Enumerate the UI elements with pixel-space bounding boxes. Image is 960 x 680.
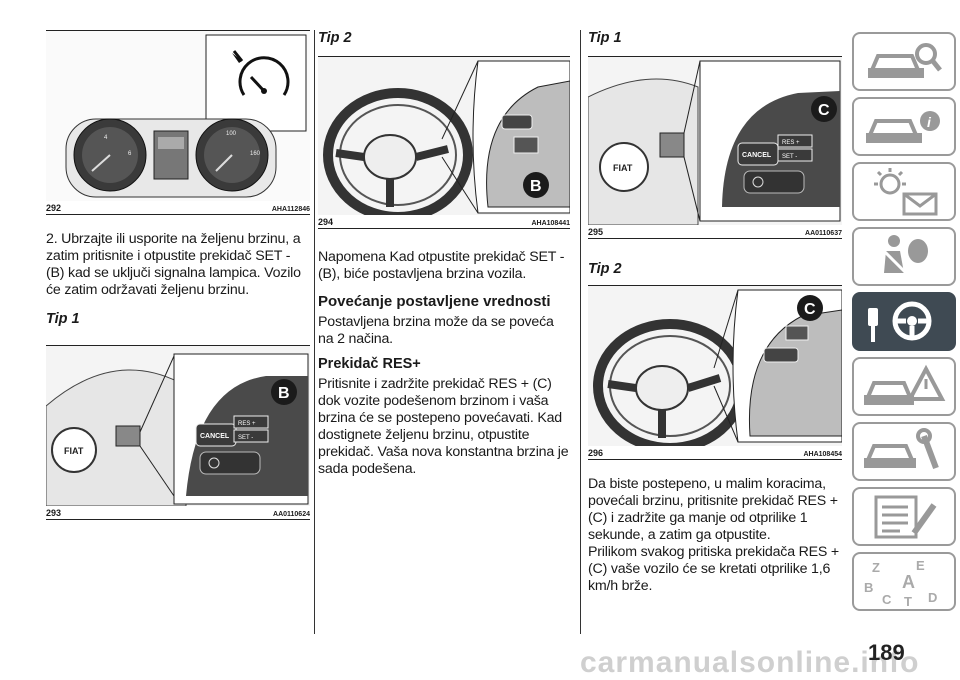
figure-code: AHA108441 (531, 220, 570, 227)
figure-number: 292 (46, 203, 62, 213)
chapter-sidebar: i (852, 32, 956, 617)
svg-text:C: C (818, 102, 830, 119)
res-button-label: RES + (238, 421, 256, 427)
set-button-label: SET - (782, 154, 797, 160)
column-divider (580, 30, 581, 634)
column-1: 4 6 100 160 292 AHA112846 2. Ubrzajte il… (46, 30, 310, 520)
svg-text:E: E (916, 558, 925, 573)
figure-caption: 292 AHA112846 (46, 201, 310, 215)
fiat-logo: FIAT (613, 163, 633, 173)
svg-text:4: 4 (104, 135, 108, 141)
instruction-paragraph: Pritisnite i zadržite prekidač RES + (C)… (318, 376, 569, 477)
svg-text:100: 100 (226, 131, 237, 137)
figure-296-steering-wheel: C (588, 285, 842, 446)
set-button-label: SET - (238, 435, 253, 441)
sidebar-tile-emergency[interactable] (852, 357, 956, 416)
figure-293-steering-switch: FIAT CANCEL RES + SET - B (46, 345, 310, 506)
sidebar-tile-car-search[interactable] (852, 32, 956, 91)
sidebar-tile-warning-lights[interactable] (852, 162, 956, 221)
svg-text:i: i (927, 114, 932, 130)
warning-light-message-icon (874, 168, 938, 216)
sidebar-tile-car-info[interactable]: i (852, 97, 956, 156)
sidebar-tile-starting-driving[interactable] (852, 292, 956, 351)
figure-number: 296 (588, 448, 604, 458)
car-search-icon (868, 43, 942, 78)
cancel-button-label: CANCEL (742, 152, 772, 159)
figure-caption: 294 AHA108441 (318, 215, 570, 229)
instruction-paragraph: Prilikom svakog pritiska prekidača RES +… (588, 544, 840, 594)
svg-text:6: 6 (128, 151, 132, 157)
car-service-wrench-icon (864, 428, 939, 470)
svg-text:T: T (904, 594, 912, 609)
page-number: 189 (868, 640, 905, 665)
car-info-icon: i (866, 111, 940, 143)
figure-caption: 296 AHA108454 (588, 446, 842, 460)
callout-b (523, 172, 549, 198)
svg-text:B: B (278, 385, 290, 402)
note-paragraph: Napomena Kad otpustite prekidač SET - (B… (318, 249, 565, 282)
subsection-heading: Prekidač RES+ (318, 356, 421, 372)
svg-text:Z: Z (872, 560, 880, 575)
figure-code: AA0110637 (805, 230, 842, 237)
figure-caption: 293 AA0110624 (46, 506, 310, 520)
svg-text:B: B (530, 178, 542, 195)
figure-code: AHA112846 (271, 206, 310, 213)
figure-295-steering-switch: FIAT CANCEL RES + SET - C (588, 56, 842, 225)
instruction-paragraph: Da biste postepeno, u malim koracima, po… (588, 476, 838, 543)
car-breakdown-warning-icon (864, 364, 946, 405)
figure-code: AHA108454 (803, 451, 842, 458)
callout-c (811, 96, 837, 122)
watermark: carmanualsonline.info (580, 646, 920, 679)
column-3: Tip 1 FIAT CANCEL RES + SET - C 295 AA01… (588, 30, 842, 595)
callout-b (271, 379, 297, 405)
figure-292-instrument-cluster: 4 6 100 160 (46, 30, 310, 201)
figure-number: 293 (46, 508, 62, 518)
res-button-label: RES + (782, 140, 800, 146)
sidebar-tile-maintenance[interactable] (852, 422, 956, 481)
key-steering-wheel-icon (868, 301, 932, 342)
figure-caption: 295 AA0110637 (588, 225, 842, 239)
tip-heading: Tip 2 (318, 30, 352, 46)
tip-heading: Tip 2 (588, 261, 622, 277)
column-divider (314, 30, 315, 634)
section-text: Postavljena brzina može da se poveća na … (318, 314, 554, 347)
svg-text:C: C (804, 301, 816, 318)
sidebar-tile-technical-data[interactable] (852, 487, 956, 546)
section-heading: Povećanje postavljene vrednosti (318, 293, 551, 310)
figure-number: 294 (318, 217, 334, 227)
airbag-seatbelt-icon (882, 235, 928, 275)
fiat-logo: FIAT (64, 446, 84, 456)
svg-text:A: A (902, 572, 915, 592)
cancel-button-label: CANCEL (200, 433, 230, 440)
alphabet-index-icon: Z E B A C T D (864, 558, 937, 609)
figure-294-steering-wheel: B (318, 56, 570, 215)
sidebar-tile-safety[interactable] (852, 227, 956, 286)
column-2: Tip 2 B 294 AHA108441 Napomena Kad otpus… (318, 30, 570, 478)
figure-code: AA0110624 (273, 511, 310, 518)
tip-heading: Tip 1 (46, 311, 80, 327)
svg-text:D: D (928, 590, 937, 605)
svg-text:160: 160 (250, 151, 261, 157)
figure-number: 295 (588, 227, 604, 237)
svg-text:B: B (864, 580, 873, 595)
tip-heading: Tip 1 (588, 30, 622, 46)
instruction-paragraph: 2. Ubrzajte ili usporite na željenu brzi… (46, 231, 301, 298)
callout-c (797, 295, 823, 321)
sidebar-tile-index[interactable]: Z E B A C T D (852, 552, 956, 611)
svg-text:C: C (882, 592, 892, 607)
data-checklist-icon (874, 495, 937, 539)
